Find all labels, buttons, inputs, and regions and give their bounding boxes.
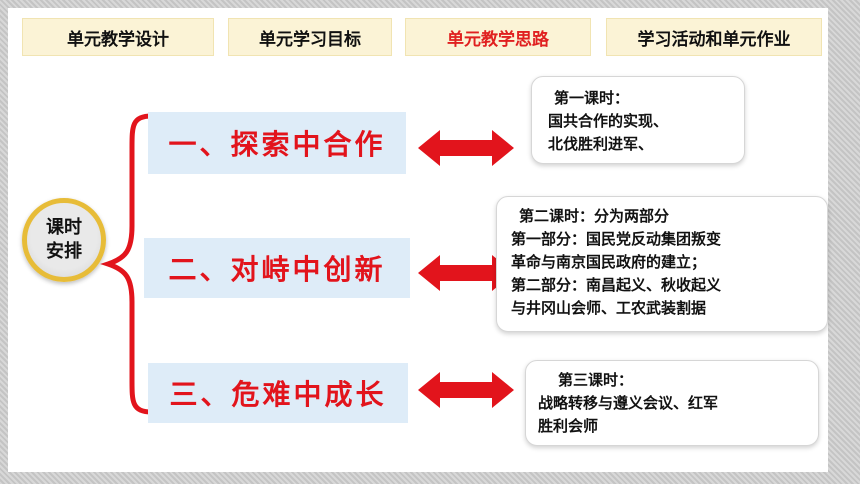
lesson-1-heading: 第一课时：	[554, 89, 630, 107]
lesson-card-3: 第三课时： 战略转移与遵义会议、红军 胜利会师	[525, 360, 819, 446]
schedule-badge: 课时 安排	[22, 198, 106, 282]
tab-unit-goals[interactable]: 单元学习目标	[228, 18, 392, 56]
lesson-3-heading: 第三课时：	[558, 371, 634, 389]
tab-activities-homework[interactable]: 学习活动和单元作业	[606, 18, 822, 56]
lesson-2-line: 与井冈山会师、工农武装割据	[511, 299, 707, 317]
curly-brace	[100, 113, 155, 415]
schedule-badge-line2: 安排	[46, 241, 82, 262]
lesson-card-2: 第二课时：分为两部分 第一部分：国民党反动集团叛变 革命与南京国民政府的建立； …	[496, 196, 828, 332]
lesson-2-line: 第一部分：国民党反动集团叛变	[511, 230, 722, 248]
double-arrow-icon	[418, 372, 514, 408]
tab-unit-thinking[interactable]: 单元教学思路	[405, 18, 591, 56]
topic-adversity-growth: 三、危难中成长	[148, 363, 408, 423]
topic-explore-cooperation: 一、探索中合作	[148, 112, 406, 174]
tab-unit-design[interactable]: 单元教学设计	[22, 18, 214, 56]
topic-confront-innovate: 二、对峙中创新	[144, 238, 410, 298]
schedule-badge-line1: 课时	[46, 217, 82, 238]
slide-canvas: 单元教学设计 单元学习目标 单元教学思路 学习活动和单元作业 课时 安排 一、探…	[8, 8, 828, 472]
lesson-3-line: 胜利会师	[538, 417, 599, 435]
lesson-card-1: 第一课时： 国共合作的实现、 北伐胜利进军、	[531, 76, 745, 164]
lesson-1-line: 国共合作的实现、	[548, 112, 669, 130]
double-arrow-icon	[418, 255, 514, 291]
lesson-2-line: 第二部分：南昌起义、秋收起义	[511, 276, 722, 294]
double-arrow-icon	[418, 130, 514, 166]
lesson-3-line: 战略转移与遵义会议、红军	[538, 394, 719, 412]
lesson-2-heading: 第二课时：分为两部分	[519, 207, 670, 225]
lesson-1-line: 北伐胜利进军、	[548, 135, 654, 153]
lesson-2-line: 革命与南京国民政府的建立；	[511, 253, 707, 271]
